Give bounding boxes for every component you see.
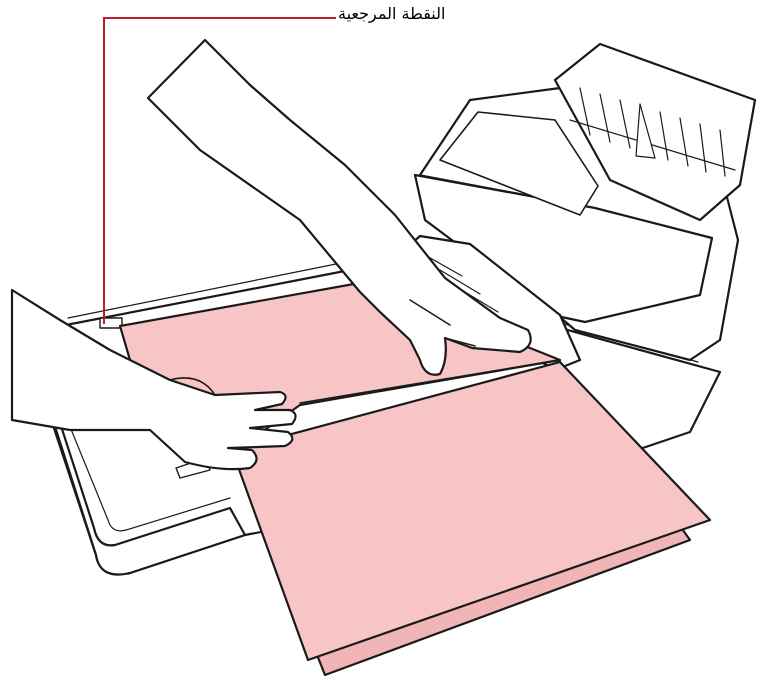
scanner-illustration <box>0 0 769 686</box>
